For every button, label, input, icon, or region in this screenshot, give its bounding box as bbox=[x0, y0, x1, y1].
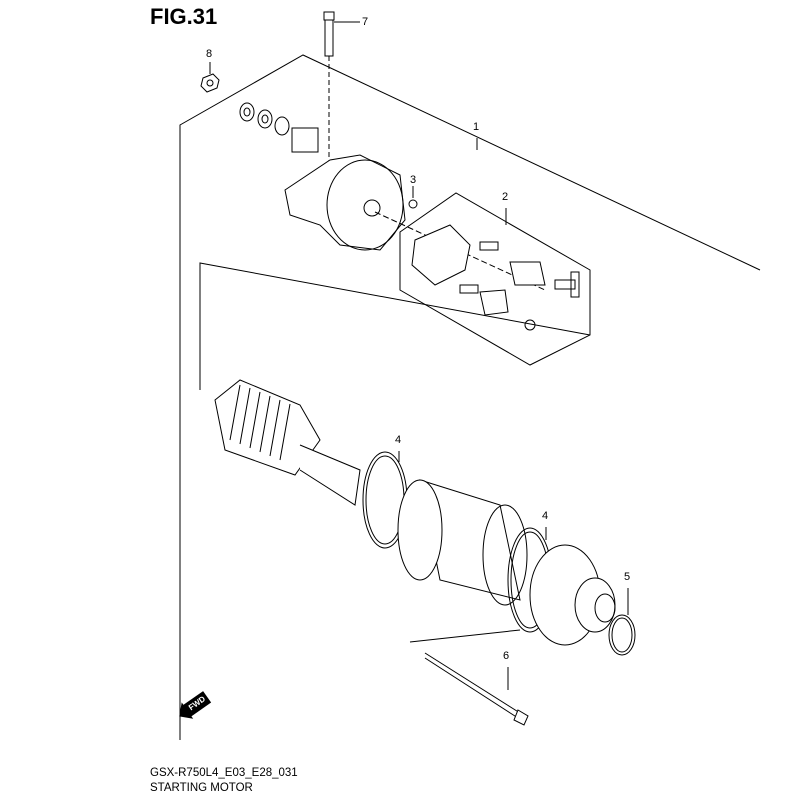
end-cover bbox=[284, 154, 546, 291]
section-title: STARTING MOTOR bbox=[150, 782, 253, 794]
callout-3[interactable]: 3 bbox=[410, 174, 417, 186]
callout-4[interactable]: 4 bbox=[395, 434, 402, 446]
brush-holder bbox=[411, 224, 580, 331]
o-ring-5 bbox=[608, 588, 636, 656]
yoke bbox=[397, 479, 528, 606]
callout-8[interactable]: 8 bbox=[206, 48, 213, 60]
nut-8 bbox=[200, 62, 220, 93]
assembly-outline bbox=[179, 54, 761, 740]
callout-7[interactable]: 7 bbox=[362, 16, 369, 28]
armature bbox=[214, 379, 361, 506]
bolt-7 bbox=[323, 11, 360, 180]
callout-2[interactable]: 2 bbox=[502, 191, 509, 203]
callout-1[interactable]: 1 bbox=[473, 121, 480, 133]
through-bolt-6 bbox=[424, 652, 529, 726]
model-code: GSX-R750L4_E03_E28_031 bbox=[150, 767, 298, 779]
washers bbox=[239, 102, 319, 153]
callout-4[interactable]: 4 bbox=[542, 510, 549, 522]
front-cover bbox=[529, 544, 616, 646]
callout-5[interactable]: 5 bbox=[624, 571, 631, 583]
figure-title: FIG.31 bbox=[150, 4, 218, 29]
leader-lines bbox=[398, 138, 547, 540]
callout-6[interactable]: 6 bbox=[503, 650, 510, 662]
